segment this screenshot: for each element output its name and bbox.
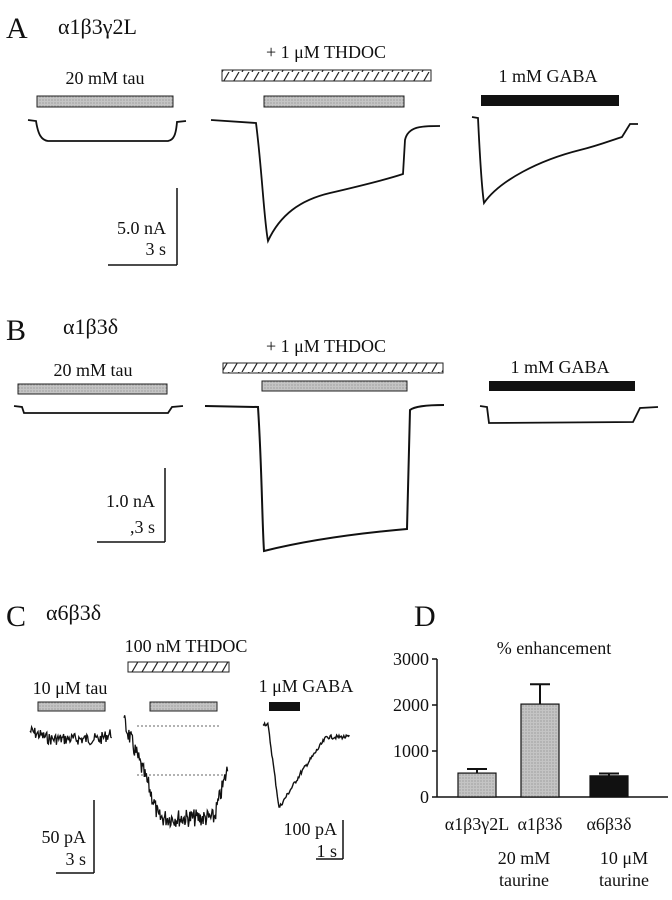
- bar: [457, 772, 497, 798]
- panel-b: B α1β3δ 20 mM tau + 1 μM THDOC 1 mM GABA…: [6, 314, 659, 553]
- y-tick-label: 1000: [393, 741, 429, 761]
- panel-c-thdoc-trace: [123, 715, 229, 829]
- panel-a-taurine-bar: [36, 95, 174, 108]
- panel-b-gaba-trace: [479, 405, 659, 424]
- panel-b-thdoc-taurine-bar: [261, 380, 408, 392]
- y-tick-label: 2000: [393, 695, 429, 715]
- panel-a-thdoc-bar: [221, 69, 432, 82]
- y-tick-label: 3000: [393, 649, 429, 669]
- group-label-1-line1: 20 mM: [498, 848, 551, 868]
- panel-d: D % enhancement 0 1000 2000 3000 α1β3γ2L α1β3…: [393, 600, 668, 890]
- y-tick-label: 0: [420, 787, 429, 807]
- panel-a-taurine-trace: [27, 119, 187, 142]
- panel-b-scale-current: 1.0 nA: [106, 491, 155, 511]
- panel-b-receptor: α1β3δ: [63, 314, 118, 339]
- panel-c-scale-time: 3 s: [65, 849, 86, 869]
- panel-b-taurine-trace: [13, 405, 184, 414]
- panel-a-receptor: α1β3γ2L: [58, 14, 137, 39]
- bar: [520, 703, 560, 798]
- panel-c-gaba-scale-time: 1 s: [316, 841, 337, 861]
- panel-a: A α1β3γ2L 20 mM tau + 1 μM THDOC 1 mM GA…: [6, 12, 638, 266]
- panel-b-gaba-label: 1 mM GABA: [510, 357, 609, 377]
- panel-b-gaba-bar: [489, 381, 635, 391]
- panel-c-taurine-label: 10 μM tau: [33, 678, 108, 698]
- panel-c-gaba-label: 1 μM GABA: [259, 676, 354, 696]
- panel-a-thdoc-trace: [210, 119, 441, 244]
- panel-c-gaba-trace: [262, 721, 350, 808]
- panel-c-letter: C: [6, 600, 26, 633]
- panel-c-scale-current: 50 pA: [42, 827, 87, 847]
- panel-a-thdoc-label: + 1 μM THDOC: [266, 42, 386, 62]
- panel-a-gaba-label: 1 mM GABA: [498, 66, 597, 86]
- panel-b-thdoc-label: + 1 μM THDOC: [266, 336, 386, 356]
- panel-b-thdoc-trace: [204, 404, 445, 553]
- panel-b-taurine-bar: [17, 383, 168, 395]
- panel-a-gaba-trace: [471, 116, 638, 206]
- panel-c: C α6β3δ 10 μM tau 100 nM THDOC 1 μM GABA…: [6, 600, 354, 874]
- chart-title: % enhancement: [497, 638, 611, 658]
- panel-a-taurine-label: 20 mM tau: [66, 68, 145, 88]
- bar-chart: 0 1000 2000 3000 α1β3γ2L α1β3δ α6β3δ: [393, 649, 668, 834]
- panel-b-taurine-label: 20 mM tau: [54, 360, 133, 380]
- panel-c-gaba-scale-current: 100 pA: [284, 819, 338, 839]
- panel-d-letter: D: [414, 600, 436, 633]
- panel-c-thdoc-bar: [127, 661, 230, 673]
- panel-a-thdoc-taurine-bar: [263, 95, 405, 108]
- panel-c-taurine-trace: [29, 724, 113, 746]
- panel-c-receptor: α6β3δ: [46, 600, 101, 625]
- group-label-2-line2: taurine: [599, 870, 649, 890]
- panel-a-letter: A: [6, 12, 28, 45]
- panel-c-gaba-bar: [269, 702, 300, 711]
- panel-c-taurine-bar: [37, 701, 106, 712]
- panel-c-thdoc-taurine-bar: [149, 701, 218, 712]
- panel-a-scale-current: 5.0 nA: [117, 218, 166, 238]
- panel-b-letter: B: [6, 314, 26, 347]
- panel-b-scale-time: ,3 s: [130, 517, 155, 537]
- bar: [589, 775, 629, 798]
- x-tick-label: α1β3γ2L: [445, 814, 510, 834]
- panel-c-thdoc-label: 100 nM THDOC: [125, 636, 248, 656]
- x-tick-label: α6β3δ: [586, 814, 631, 834]
- panel-a-gaba-bar: [481, 95, 619, 106]
- x-tick-label: α1β3δ: [517, 814, 562, 834]
- group-label-2-line1: 10 μM: [600, 848, 648, 868]
- group-label-1-line2: taurine: [499, 870, 549, 890]
- panel-a-scale-time: 3 s: [145, 239, 166, 259]
- panel-b-thdoc-bar: [222, 362, 444, 374]
